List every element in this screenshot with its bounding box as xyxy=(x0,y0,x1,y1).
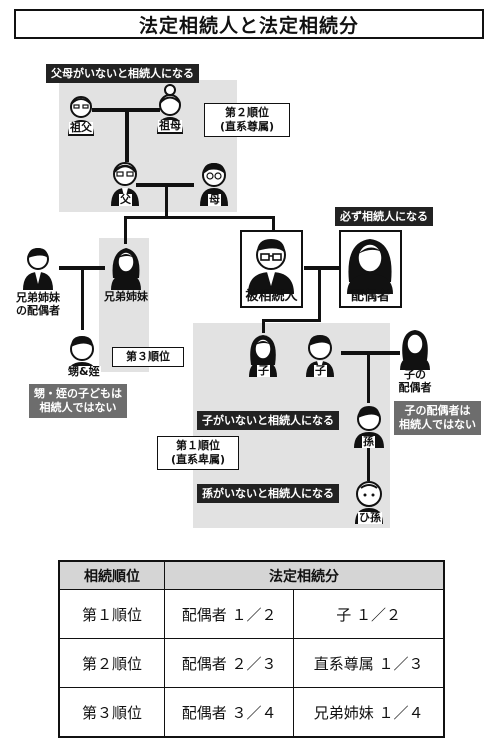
child2-label: 子 xyxy=(314,364,327,377)
page-title: 法定相続人と法定相続分 xyxy=(14,9,484,39)
header-share: 法定相続分 xyxy=(164,560,445,590)
parents-none-tag: 父母がいないと相続人になる xyxy=(46,64,199,83)
child-spouse-line1: 子の xyxy=(404,368,426,381)
grandchild-drop-line xyxy=(367,351,370,403)
first-rank-label: 第１順位 (直系卑属) xyxy=(157,436,239,470)
sibling-spouse-line2: の配偶者 xyxy=(16,304,60,317)
children-of-parents-line xyxy=(124,216,274,219)
grandmother-label: 祖母 xyxy=(158,119,182,132)
second-rank-label: 第２順位 (直系尊属) xyxy=(204,103,290,137)
spouse-share-cell: 配偶者 ２／３ xyxy=(163,638,295,688)
child1-drop-line xyxy=(262,319,265,333)
inheritance-share-table: 相続順位 法定相続分 第１順位 配偶者 １／２ 子 １／２ 第２順位 配偶者 ２… xyxy=(58,560,445,738)
child2-icon xyxy=(306,335,334,377)
table-row: 第３順位 配偶者 ３／４ 兄弟姉妹 １／４ xyxy=(58,687,445,738)
spouse-icon xyxy=(347,239,393,294)
other-share-cell: 子 １／２ xyxy=(293,589,445,639)
child-spouse-line2: 配偶者 xyxy=(398,381,432,394)
child-marriage-line xyxy=(341,351,400,355)
sibling-spouse-figure xyxy=(20,246,56,290)
second-rank-line1: 第２順位 xyxy=(225,106,269,119)
rank-cell: 第２順位 xyxy=(58,638,165,688)
spouse-share-cell: 配偶者 ３／４ xyxy=(163,687,295,738)
third-rank-label: 第３順位 xyxy=(112,347,184,367)
header-rank: 相続順位 xyxy=(58,560,165,590)
children-horizontal-line xyxy=(262,319,321,322)
sibling-icon xyxy=(111,248,141,290)
great-grandchild-label: ひ孫 xyxy=(358,511,382,524)
grandparents-down-line xyxy=(125,108,129,162)
nephew-note-line1: 甥・姪の子どもは xyxy=(34,387,122,400)
father-label: 父 xyxy=(119,193,132,206)
sibling-spouse-line1: 兄弟姉妹 xyxy=(16,291,60,304)
no-grandchild-tag: 孫がいないと相続人になる xyxy=(197,484,339,503)
child-spouse-note-line1: 子の配偶者は xyxy=(404,404,471,417)
decedent-label: 被相続人 xyxy=(245,289,298,304)
mother-label: 母 xyxy=(208,193,221,206)
grandchild-icon xyxy=(354,406,384,448)
great-grandchild-drop-line xyxy=(367,445,370,481)
spouse-label: 配偶者 xyxy=(350,289,390,304)
grandchild-label: 孫 xyxy=(362,435,375,448)
nephew-children-note: 甥・姪の子どもは 相続人ではない xyxy=(29,384,127,418)
spouse-share-cell: 配偶者 １／２ xyxy=(163,589,295,639)
decedent-drop-line xyxy=(272,216,275,230)
table-row: 第２順位 配偶者 ２／３ 直系尊属 １／３ xyxy=(58,638,445,688)
second-rank-line2: (直系尊属) xyxy=(219,120,275,133)
parents-down-line xyxy=(165,183,168,217)
child1-figure: 子 xyxy=(245,331,281,377)
grandfather-label: 祖父 xyxy=(69,121,93,134)
rank-cell: 第１順位 xyxy=(58,589,165,639)
great-grandchild-figure: ひ孫 xyxy=(351,478,387,524)
always-heir-tag: 必ず相続人になる xyxy=(335,207,433,226)
sibling-label: 兄弟姉妹 xyxy=(104,290,148,303)
child-spouse-icon xyxy=(400,330,430,370)
sibling-spouse-icon xyxy=(23,248,53,290)
child-spouse-note: 子の配偶者は 相続人ではない xyxy=(394,401,481,435)
grandfather-figure: 祖父 xyxy=(64,92,98,136)
child2-figure: 子 xyxy=(302,331,338,377)
grandchild-figure: 孫 xyxy=(350,402,388,448)
nephew-niece-figure: 甥&姪 xyxy=(63,332,101,378)
child-spouse-note-line2: 相続人ではない xyxy=(399,418,476,431)
decedent-children-down-line xyxy=(318,266,321,321)
sibling-figure xyxy=(108,244,144,290)
decedent-marriage-line xyxy=(304,266,339,270)
nephew-note-line2: 相続人ではない xyxy=(39,401,117,414)
decedent-icon xyxy=(248,239,294,294)
sibling-spouse-label: 兄弟姉妹 の配偶者 xyxy=(12,291,64,317)
first-rank-line1: 第１順位 xyxy=(176,439,220,452)
first-rank-line2: (直系卑属) xyxy=(170,453,226,466)
child-spouse-figure xyxy=(396,326,434,370)
grandmother-figure: 祖母 xyxy=(153,84,187,134)
no-child-tag: 子がいないと相続人になる xyxy=(197,411,339,430)
rank-cell: 第３順位 xyxy=(58,687,165,738)
sibling-drop-line xyxy=(124,216,127,244)
nephew-niece-label: 甥&姪 xyxy=(67,365,101,378)
child1-label: 子 xyxy=(257,364,270,377)
table-header-row: 相続順位 法定相続分 xyxy=(58,560,445,590)
spouse-frame: 配偶者 xyxy=(339,230,402,308)
mother-figure: 母 xyxy=(197,160,231,206)
child1-icon xyxy=(249,335,277,377)
other-share-cell: 兄弟姉妹 １／４ xyxy=(293,687,445,738)
other-share-cell: 直系尊属 １／３ xyxy=(293,638,445,688)
nephew-drop-line xyxy=(81,266,84,330)
father-figure: 父 xyxy=(108,158,142,206)
child-spouse-label: 子の 配偶者 xyxy=(390,368,440,394)
table-row: 第１順位 配偶者 １／２ 子 １／２ xyxy=(58,589,445,639)
decedent-frame: 被相続人 xyxy=(240,230,303,308)
